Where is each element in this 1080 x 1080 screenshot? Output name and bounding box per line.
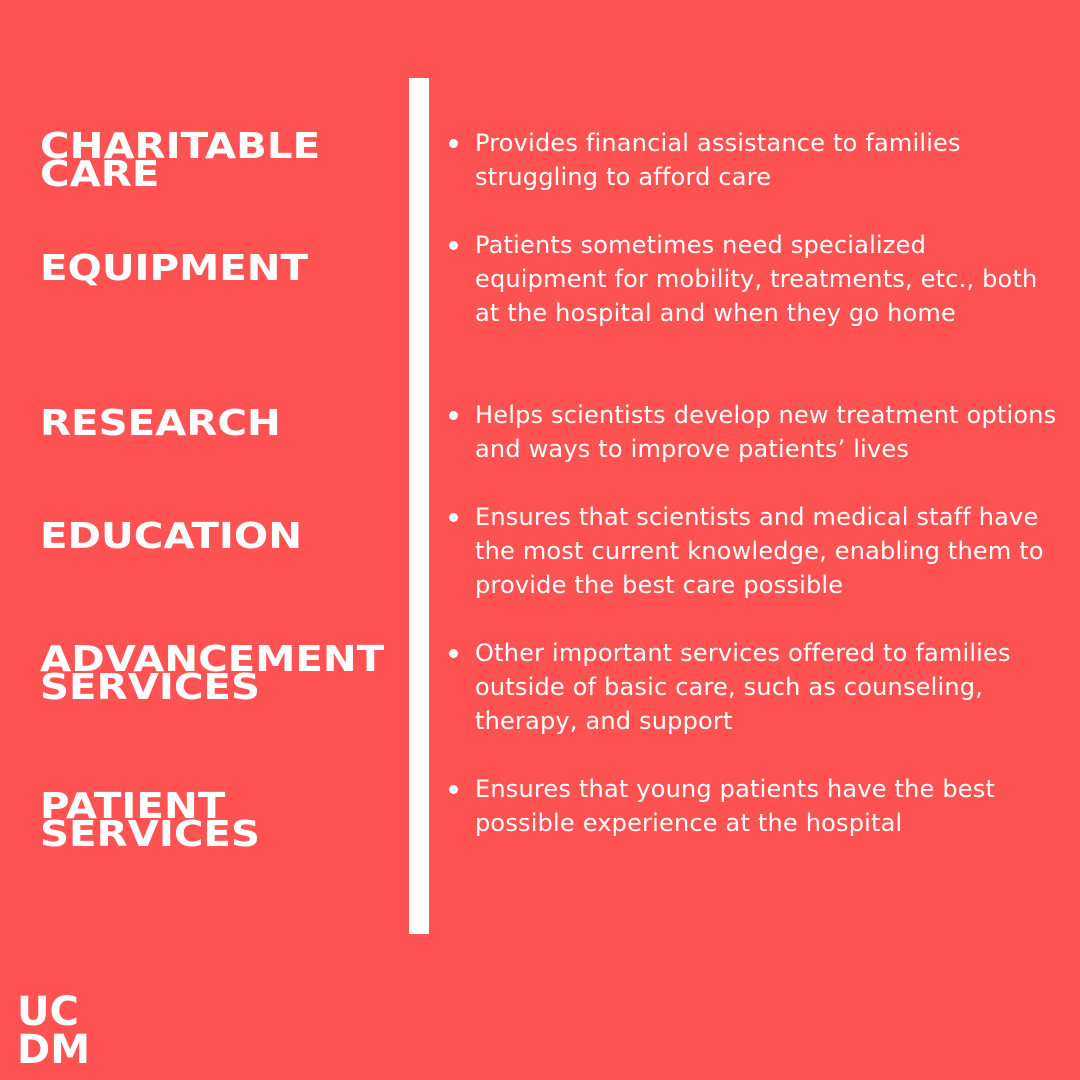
description-patient-services: Ensures that young patients have the bes… (447, 772, 1062, 840)
description-list-charitable-care: Provides financial assistance to familie… (447, 126, 1062, 194)
description-education: Ensures that scientists and medical staf… (447, 500, 1062, 602)
description-list-education: Ensures that scientists and medical staf… (447, 500, 1062, 602)
vertical-divider (409, 78, 429, 934)
description-charitable-care: Provides financial assistance to familie… (447, 126, 1062, 194)
heading-research: RESEARCH (40, 403, 281, 444)
heading-charitable-care: CHARITABLE CARE (40, 126, 321, 195)
heading-advancement-services: ADVANCEMENT SERVICES (40, 639, 385, 708)
description-research: Helps scientists develop new treatment o… (447, 398, 1062, 466)
description-list-patient-services: Ensures that young patients have the bes… (447, 772, 1062, 840)
heading-equipment: EQUIPMENT (40, 248, 309, 289)
description-equipment: Patients sometimes need specialized equi… (447, 228, 1062, 330)
description-advancement-services: Other important services offered to fami… (447, 636, 1062, 738)
description-list-equipment: Patients sometimes need specialized equi… (447, 228, 1062, 330)
ucdm-logo: UC DM (17, 989, 91, 1073)
description-list-advancement-services: Other important services offered to fami… (447, 636, 1062, 738)
description-list-research: Helps scientists develop new treatment o… (447, 398, 1062, 466)
heading-education: EDUCATION (40, 516, 302, 557)
heading-patient-services: PATIENT SERVICES (40, 786, 261, 855)
